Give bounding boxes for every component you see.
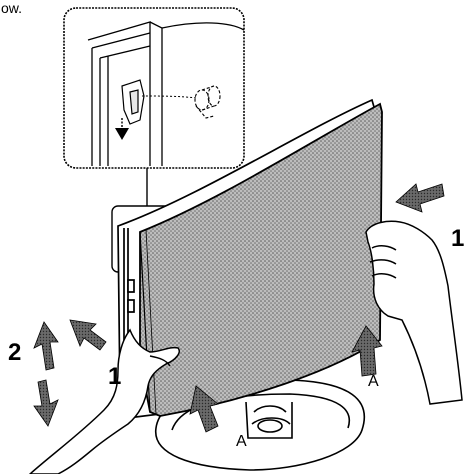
point-label-right: A xyxy=(368,373,379,390)
tv-side-port-2 xyxy=(128,300,134,312)
point-label-bottom-left: A xyxy=(236,433,247,450)
step-label-push-left: 1 xyxy=(108,363,121,390)
step-label-lower-left: 2 xyxy=(8,339,21,366)
push-arrow-left xyxy=(70,320,106,350)
lift-arrow-up xyxy=(34,322,58,370)
lift-arrow-down xyxy=(34,380,58,426)
tv-side-port-1 xyxy=(128,280,134,292)
top-text-fragment: ow. xyxy=(1,0,22,16)
step-label-push-right: 1 xyxy=(451,225,464,252)
detail-inset xyxy=(64,8,244,168)
push-arrow-right xyxy=(396,184,444,212)
